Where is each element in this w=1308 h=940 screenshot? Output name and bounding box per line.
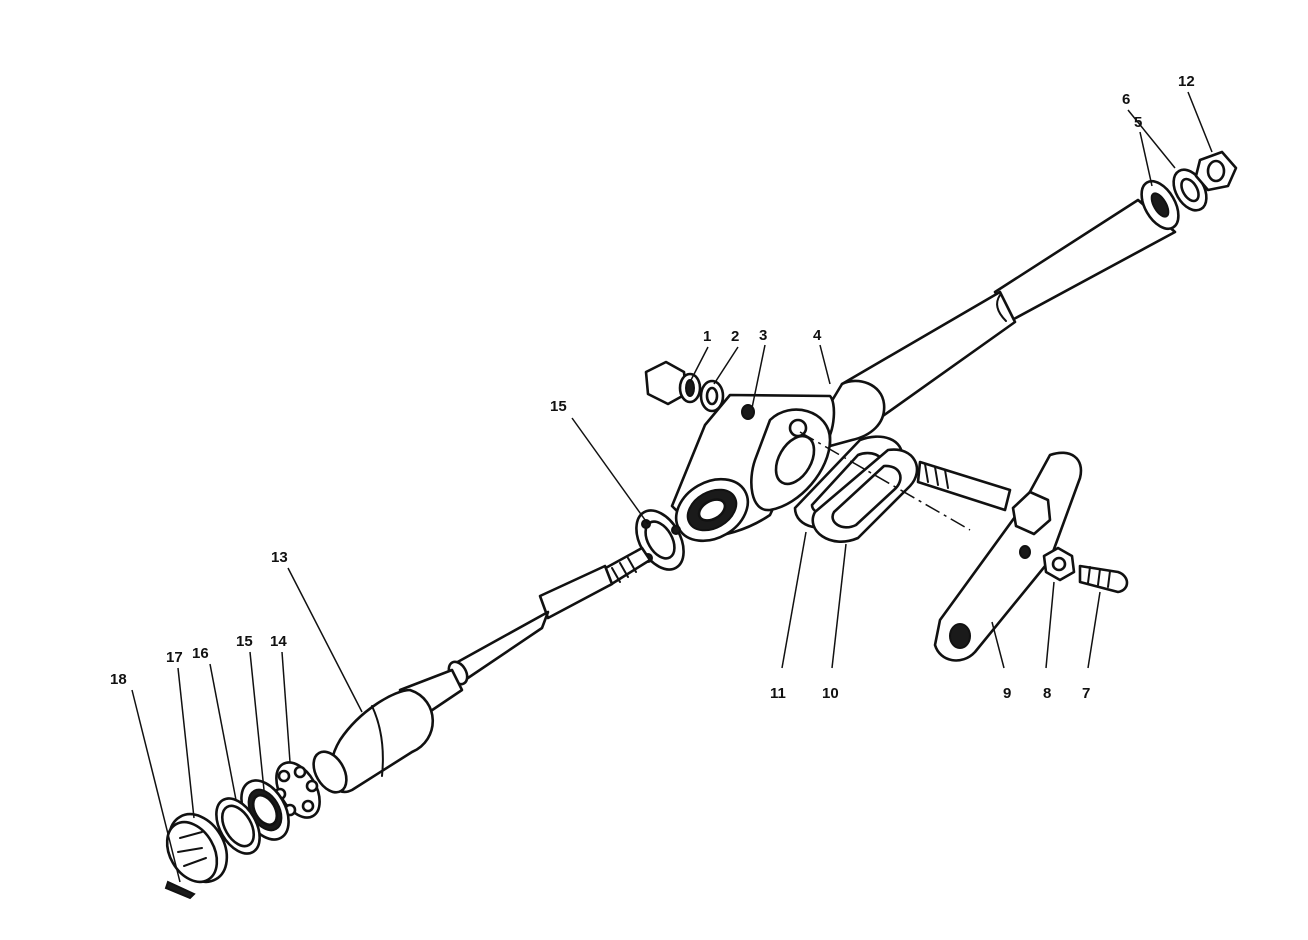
callout-1: 1 bbox=[703, 328, 711, 345]
callout-10: 10 bbox=[822, 685, 839, 702]
callout-2: 2 bbox=[731, 328, 739, 345]
callout-12: 12 bbox=[1178, 73, 1195, 90]
grease-fitting-7 bbox=[1078, 564, 1129, 594]
castellated-nut-17 bbox=[165, 812, 229, 884]
callout-8: 8 bbox=[1043, 685, 1051, 702]
callout-16: 16 bbox=[192, 645, 209, 662]
callout-5: 5 bbox=[1134, 114, 1142, 131]
housing-4 bbox=[670, 379, 886, 543]
cotter-pin-18 bbox=[164, 880, 196, 900]
washer-16 bbox=[215, 797, 261, 855]
callout-15-lower: 15 bbox=[236, 633, 253, 650]
callout-11: 11 bbox=[770, 685, 786, 702]
leader-lines bbox=[131, 91, 1213, 883]
callout-labels: 1 2 3 4 5 6 12 15 13 14 15 16 17 18 11 1… bbox=[110, 73, 1195, 702]
upper-bearing-5 bbox=[1140, 179, 1180, 231]
mounting-plate-9 bbox=[916, 451, 1083, 662]
callout-4: 4 bbox=[813, 327, 822, 344]
callout-18: 18 bbox=[110, 671, 127, 688]
washer-2 bbox=[699, 379, 725, 413]
callout-13: 13 bbox=[271, 549, 288, 566]
callout-15-upper: 15 bbox=[550, 398, 567, 415]
nut-8 bbox=[1042, 546, 1076, 582]
gasket-10 bbox=[811, 448, 919, 543]
shaft-13 bbox=[312, 546, 652, 794]
bearing-15-upper bbox=[635, 509, 685, 571]
tube-upper bbox=[993, 198, 1177, 322]
centre-line bbox=[799, 431, 971, 531]
nut-1 bbox=[644, 360, 702, 406]
upper-collar-6 bbox=[1172, 168, 1208, 212]
callout-9: 9 bbox=[1003, 685, 1011, 702]
callout-6: 6 bbox=[1122, 91, 1130, 108]
callout-3: 3 bbox=[759, 327, 767, 344]
upper-nut-12 bbox=[1194, 150, 1238, 192]
callout-14: 14 bbox=[270, 633, 287, 650]
callout-7: 7 bbox=[1082, 685, 1090, 702]
callout-17: 17 bbox=[166, 649, 183, 666]
